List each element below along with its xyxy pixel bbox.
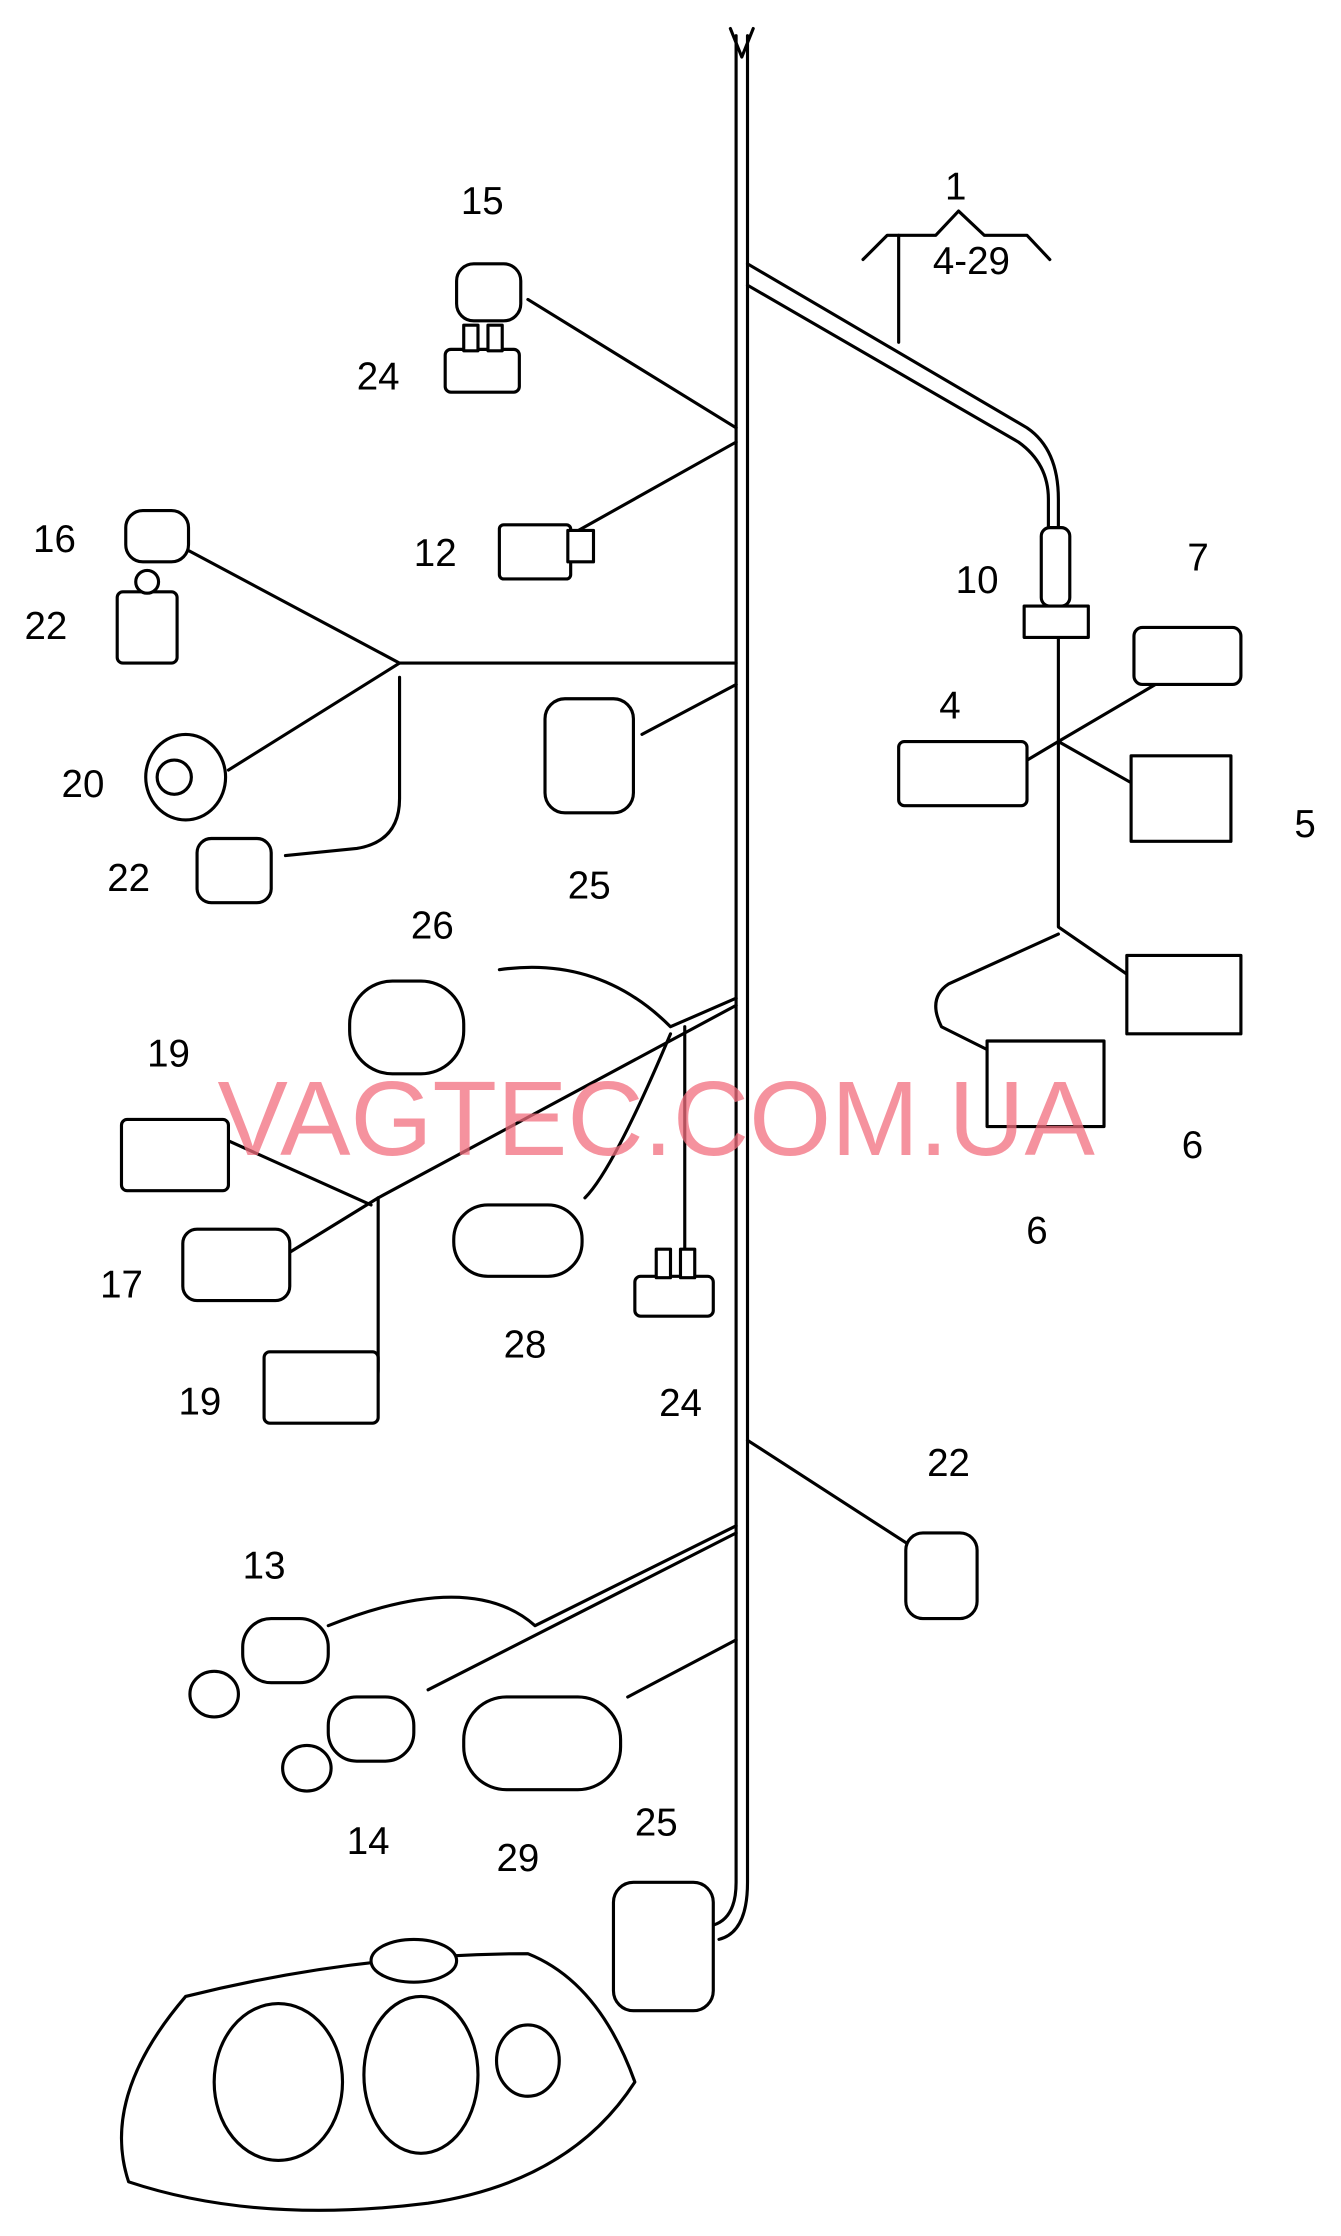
connector-19-top [119, 1117, 231, 1193]
callout-17: 17 [100, 1264, 143, 1307]
connector-22-right [904, 1531, 979, 1621]
connector-10 [1022, 526, 1090, 639]
callout-19: 19 [178, 1381, 221, 1424]
connector-12 [497, 523, 596, 581]
callout-20: 20 [62, 763, 105, 806]
connector-6-left [985, 1039, 1106, 1129]
callout-22: 22 [107, 857, 150, 900]
connector-17 [181, 1227, 292, 1303]
callout-24: 24 [659, 1382, 702, 1425]
connector-22-mid [195, 836, 273, 905]
callout-22: 22 [24, 605, 67, 648]
callout-26: 26 [411, 904, 454, 947]
connector-4 [897, 739, 1029, 808]
headlight [119, 1937, 637, 2212]
callout-15: 15 [461, 180, 504, 223]
callout-4: 4 [939, 685, 960, 728]
group-label: 1 [945, 166, 966, 209]
wiring-harness [184, 26, 1157, 1941]
connector-24-top [443, 323, 521, 394]
callout-19: 19 [147, 1033, 190, 1076]
connector-15 [455, 262, 523, 323]
connector-29 [462, 1695, 623, 1792]
callout-16: 16 [33, 518, 76, 561]
connector-7 [1132, 625, 1243, 687]
connector-25-bottom [611, 1880, 715, 2013]
callout-6: 6 [1026, 1209, 1047, 1252]
callout-5: 5 [1294, 803, 1315, 846]
sensor-13 [188, 1616, 330, 1719]
callout-7: 7 [1187, 536, 1208, 579]
connector-28 [452, 1203, 584, 1278]
callout-24: 24 [357, 355, 400, 398]
connector-22-top [115, 568, 179, 665]
callout-10: 10 [956, 559, 999, 602]
callout-22: 22 [927, 1442, 970, 1485]
connector-25-top [543, 697, 635, 815]
connector-5 [1129, 754, 1233, 843]
connector-26 [348, 979, 466, 1076]
callout-14: 14 [347, 1820, 390, 1863]
callout-12: 12 [414, 532, 457, 575]
callouts: 1 4-29 15 24 12 16 22 10 7 4 5 20 22 25 … [24, 166, 1315, 1880]
connector-19-bottom [262, 1350, 380, 1425]
connector-16 [124, 508, 191, 564]
connector-6-right [1125, 953, 1243, 1036]
callout-29: 29 [497, 1837, 540, 1880]
callout-6: 6 [1182, 1124, 1203, 1167]
callout-25: 25 [568, 864, 611, 907]
group-range: 4-29 [933, 240, 1010, 283]
callout-13: 13 [243, 1545, 286, 1588]
connector-24-mid [633, 1247, 715, 1318]
connector-20 [144, 732, 228, 822]
sensor-14 [281, 1695, 416, 1793]
callout-25: 25 [635, 1801, 678, 1844]
watermark: VAGTEC.COM.UA [218, 1060, 1096, 1178]
callout-28: 28 [504, 1324, 547, 1367]
